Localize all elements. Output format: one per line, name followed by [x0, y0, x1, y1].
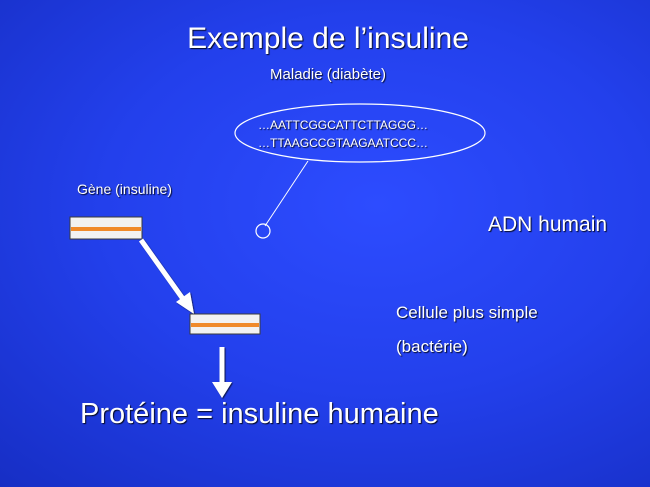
expression-arrow — [212, 347, 232, 398]
cell-label-line-1: Cellule plus simple — [396, 303, 538, 322]
transfer-arrow — [138, 238, 194, 314]
slide-title: Exemple de l’insuline — [187, 22, 469, 55]
cell-label-line-2: (bactérie) — [396, 337, 468, 356]
slide-subtitle: Maladie (diabète) — [270, 66, 386, 83]
inserted-gene-box — [189, 313, 261, 335]
sequence-bubble — [234, 103, 486, 163]
bubble-pointer — [264, 160, 309, 227]
dna-sequence-strand-2: …TTAAGCCGTAAGAATCCC… — [258, 136, 429, 150]
gene-label: Gène (insuline) — [77, 181, 172, 197]
gene-box — [69, 216, 143, 240]
dna-sequence-strand-1: …AATTCGGCATTCTTAGGG… — [258, 118, 428, 132]
human-dna-label: ADN humain — [488, 213, 608, 236]
protein-label: Protéine = insuline humaine — [80, 398, 439, 430]
